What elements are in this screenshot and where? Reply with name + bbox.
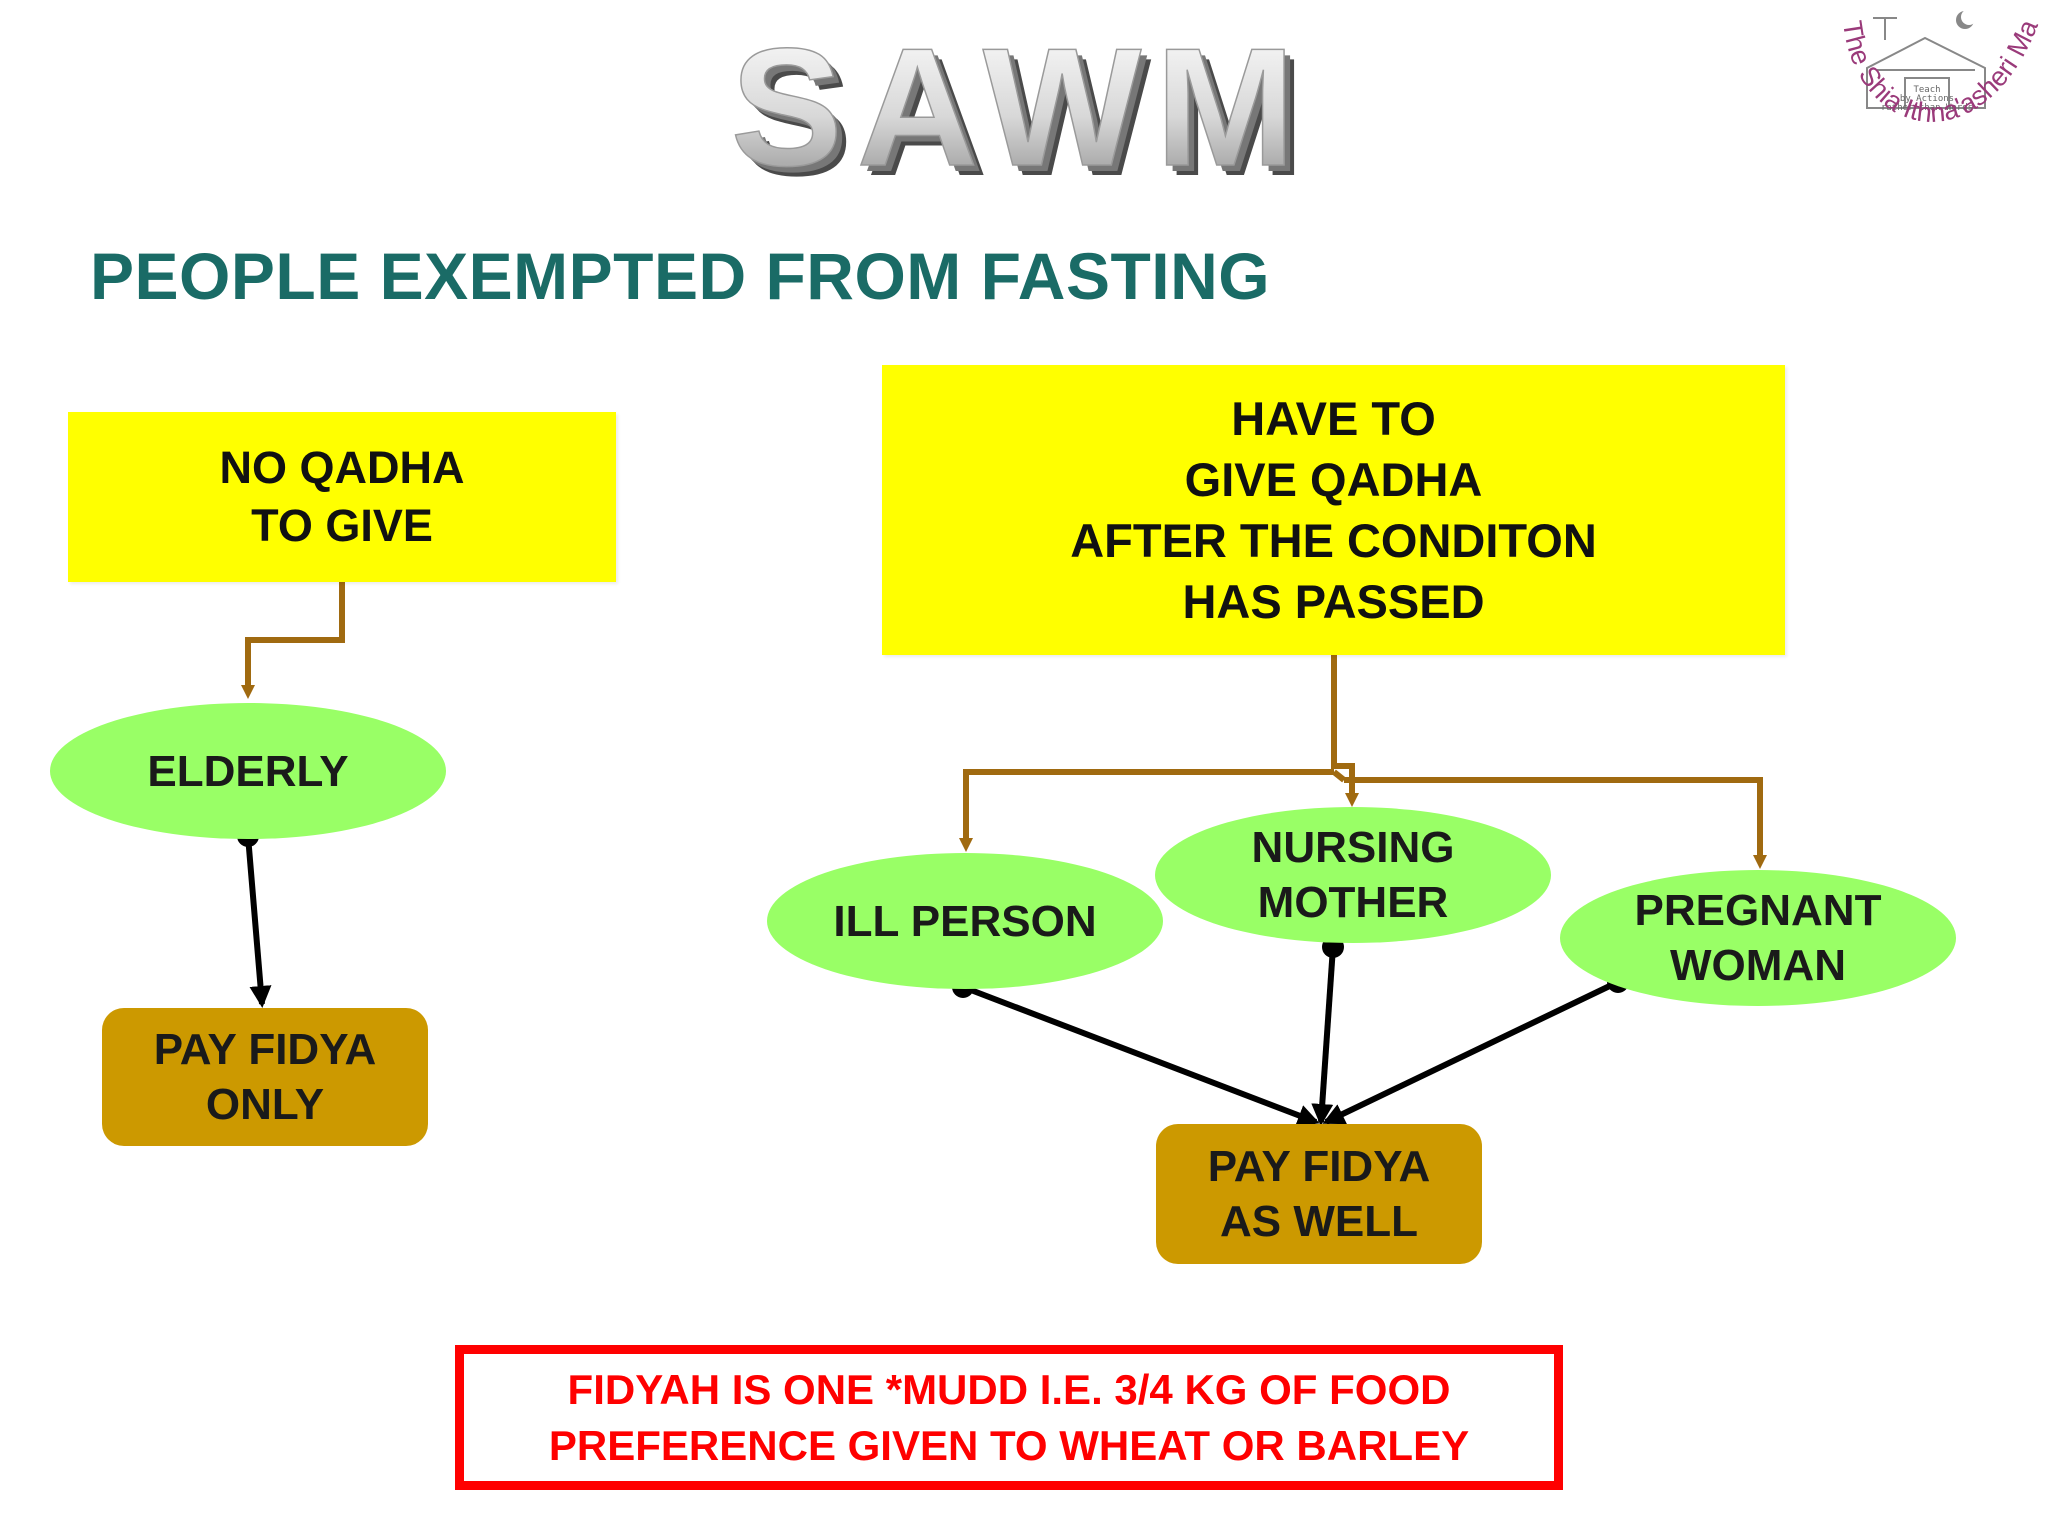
category-no-qadha-label: NO QADHA TO GIVE	[219, 441, 465, 552]
arrow-nursing-to-outcome	[1311, 946, 1336, 1126]
outcome-fidya-only-box: PAY FIDYA ONLY	[102, 1008, 428, 1146]
connector-left-category-to-elderly	[241, 582, 345, 699]
connector-right-bar-overlap	[1332, 769, 1346, 783]
banner-shadow-mid: SAWM	[737, 35, 1316, 185]
category-have-qadha-box: HAVE TO GIVE QADHA AFTER THE CONDITON HA…	[882, 365, 1785, 655]
building-icon	[1866, 17, 1986, 109]
connector-right-trunk	[1331, 655, 1355, 785]
person-pregnant-label: PREGNANT WOMAN	[1634, 886, 1882, 990]
person-pregnant-oval: PREGNANT WOMAN	[1560, 870, 1956, 1006]
person-ill-label: ILL PERSON	[833, 896, 1097, 946]
connector-right-to-pregnant	[1344, 777, 1767, 869]
fidyah-note-box: FIDYAH IS ONE *MUDD I.E. 3/4 KG OF FOOD …	[455, 1345, 1563, 1490]
outcome-fidya-only-label: PAY FIDYA ONLY	[153, 1025, 377, 1129]
fidyah-note-text: FIDYAH IS ONE *MUDD I.E. 3/4 KG OF FOOD …	[548, 1365, 1470, 1469]
category-have-qadha-label: HAVE TO GIVE QADHA AFTER THE CONDITON HA…	[1070, 391, 1597, 629]
arrow-ill-to-outcome	[961, 984, 1320, 1126]
madressa-logo: Teach by Actions rather than Words The S…	[1815, 0, 2044, 128]
badge-line-1: Teach	[1913, 85, 1940, 95]
banner-face: SAWM	[731, 35, 1310, 185]
outcome-fidya-as-well-label: PAY FIDYA AS WELL	[1207, 1142, 1431, 1246]
badge-line-2: by Actions	[1900, 94, 1954, 104]
category-no-qadha-box: NO QADHA TO GIVE	[68, 412, 616, 582]
badge-line-3: rather than Words	[1881, 103, 1973, 113]
banner-title: SAWM SAWM SAWM	[730, 35, 1320, 185]
crescent-icon	[1956, 9, 1977, 29]
person-nursing-label: NURSING MOTHER	[1251, 823, 1455, 927]
person-elderly-label: ELDERLY	[147, 746, 349, 796]
connector-right-to-ill	[959, 769, 1334, 852]
person-elderly-oval: ELDERLY	[50, 703, 446, 839]
section-heading: PEOPLE EXEMPTED FROM FASTING	[90, 239, 1271, 313]
outcome-fidya-as-well-box: PAY FIDYA AS WELL	[1156, 1124, 1482, 1264]
person-nursing-oval: NURSING MOTHER	[1155, 807, 1551, 943]
arrow-pregnant-to-outcome	[1322, 979, 1620, 1125]
banner-shadow: SAWM	[741, 35, 1320, 185]
person-ill-oval: ILL PERSON	[767, 853, 1163, 989]
arrow-elderly-to-outcome	[245, 835, 272, 1008]
